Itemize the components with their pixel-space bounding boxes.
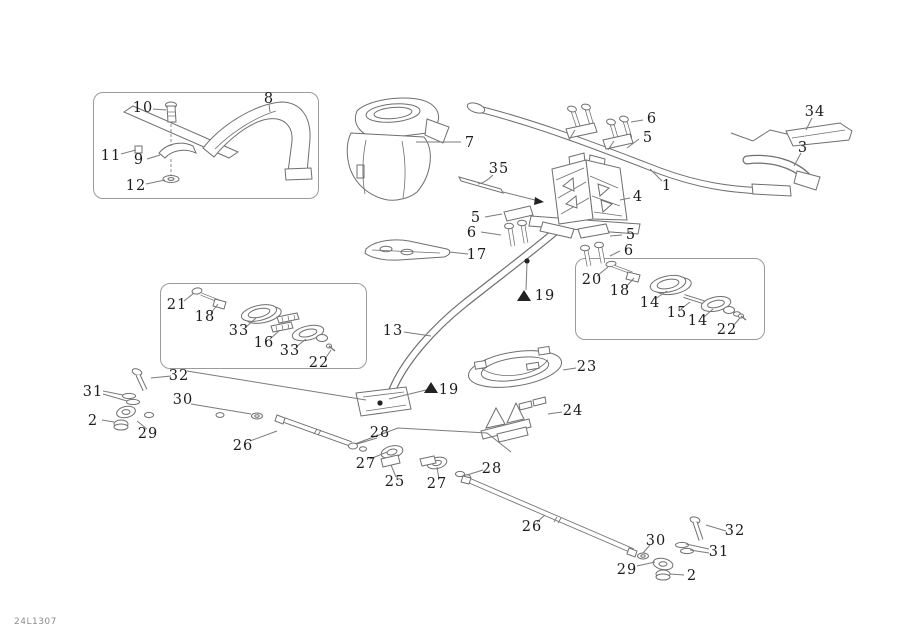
part-callout-31: 31 [708,543,730,560]
part-callout-19: 19 [438,381,460,398]
part-callout-5: 5 [625,226,637,243]
part-callout-19: 19 [534,287,556,304]
part-callout-10: 10 [132,99,154,116]
part-grip [742,154,821,191]
part-callout-23: 23 [576,358,598,375]
hardware-clamps-screws [503,103,634,267]
part-steering-support-block [528,152,641,239]
part-callout-32: 32 [724,522,746,539]
part-callout-30: 30 [645,532,667,549]
part-callout-26: 26 [232,437,254,454]
part-callout-25: 25 [384,473,406,490]
part-callout-22: 22 [716,321,738,338]
part-callout-34: 34 [804,103,826,120]
part-callout-18: 18 [609,282,631,299]
group-box-right-linkage [575,258,765,340]
right-linkage-parts [605,260,747,321]
part-callout-6: 6 [466,224,478,241]
part-callout-30: 30 [172,391,194,408]
part-callout-8: 8 [263,90,275,107]
part-pin [458,176,544,205]
group-box-handle-kit [93,92,319,199]
part-callout-14: 14 [639,294,661,311]
part-callout-29: 29 [137,425,159,442]
part-link-plate [364,239,451,261]
part-callout-35: 35 [488,160,510,177]
part-callout-5: 5 [642,129,654,146]
part-callout-15: 15 [666,304,688,321]
part-callout-13: 13 [382,322,404,339]
part-callout-4: 4 [632,188,644,205]
left-tie-rod-assembly [113,368,352,447]
part-handle-hook-kit [122,101,313,183]
part-bracket [480,396,547,443]
right-tie-rod-assembly [460,475,704,581]
part-callout-3: 3 [797,139,809,156]
part-callout-2: 2 [87,412,99,429]
part-callout-33: 33 [279,342,301,359]
part-callout-7: 7 [464,134,476,151]
part-console [346,97,450,201]
part-pan-cover [468,345,562,388]
part-callout-9: 9 [133,151,145,168]
part-callout-27: 27 [426,475,448,492]
part-strap [730,122,853,147]
part-callout-28: 28 [369,424,391,441]
part-callout-33: 33 [228,322,250,339]
part-callout-16: 16 [253,334,275,351]
part-callout-18: 18 [194,308,216,325]
part-callout-31: 31 [82,383,104,400]
part-callout-28: 28 [481,460,503,477]
part-callout-6: 6 [623,242,635,259]
part-handlebar [466,102,792,197]
part-callout-14: 14 [687,312,709,329]
part-callout-17: 17 [466,246,488,263]
part-callout-5: 5 [470,209,482,226]
part-callout-26: 26 [521,518,543,535]
part-callout-24: 24 [562,402,584,419]
part-callout-11: 11 [100,147,122,164]
part-callout-20: 20 [581,271,603,288]
figure-code: 24L1307 [14,617,57,627]
grease-point-markers [388,262,531,400]
part-steering-column [355,222,566,417]
part-callout-27: 27 [355,455,377,472]
part-callout-32: 32 [168,367,190,384]
center-ball-joint-cluster [348,427,512,480]
part-callout-2: 2 [686,567,698,584]
part-callout-22: 22 [308,354,330,371]
leader-lines [101,103,813,576]
group-box-left-linkage [160,283,367,369]
part-callout-21: 21 [166,296,188,313]
part-callout-1: 1 [661,177,673,194]
part-callout-12: 12 [125,177,147,194]
part-callout-29: 29 [616,561,638,578]
part-callout-6: 6 [646,110,658,127]
